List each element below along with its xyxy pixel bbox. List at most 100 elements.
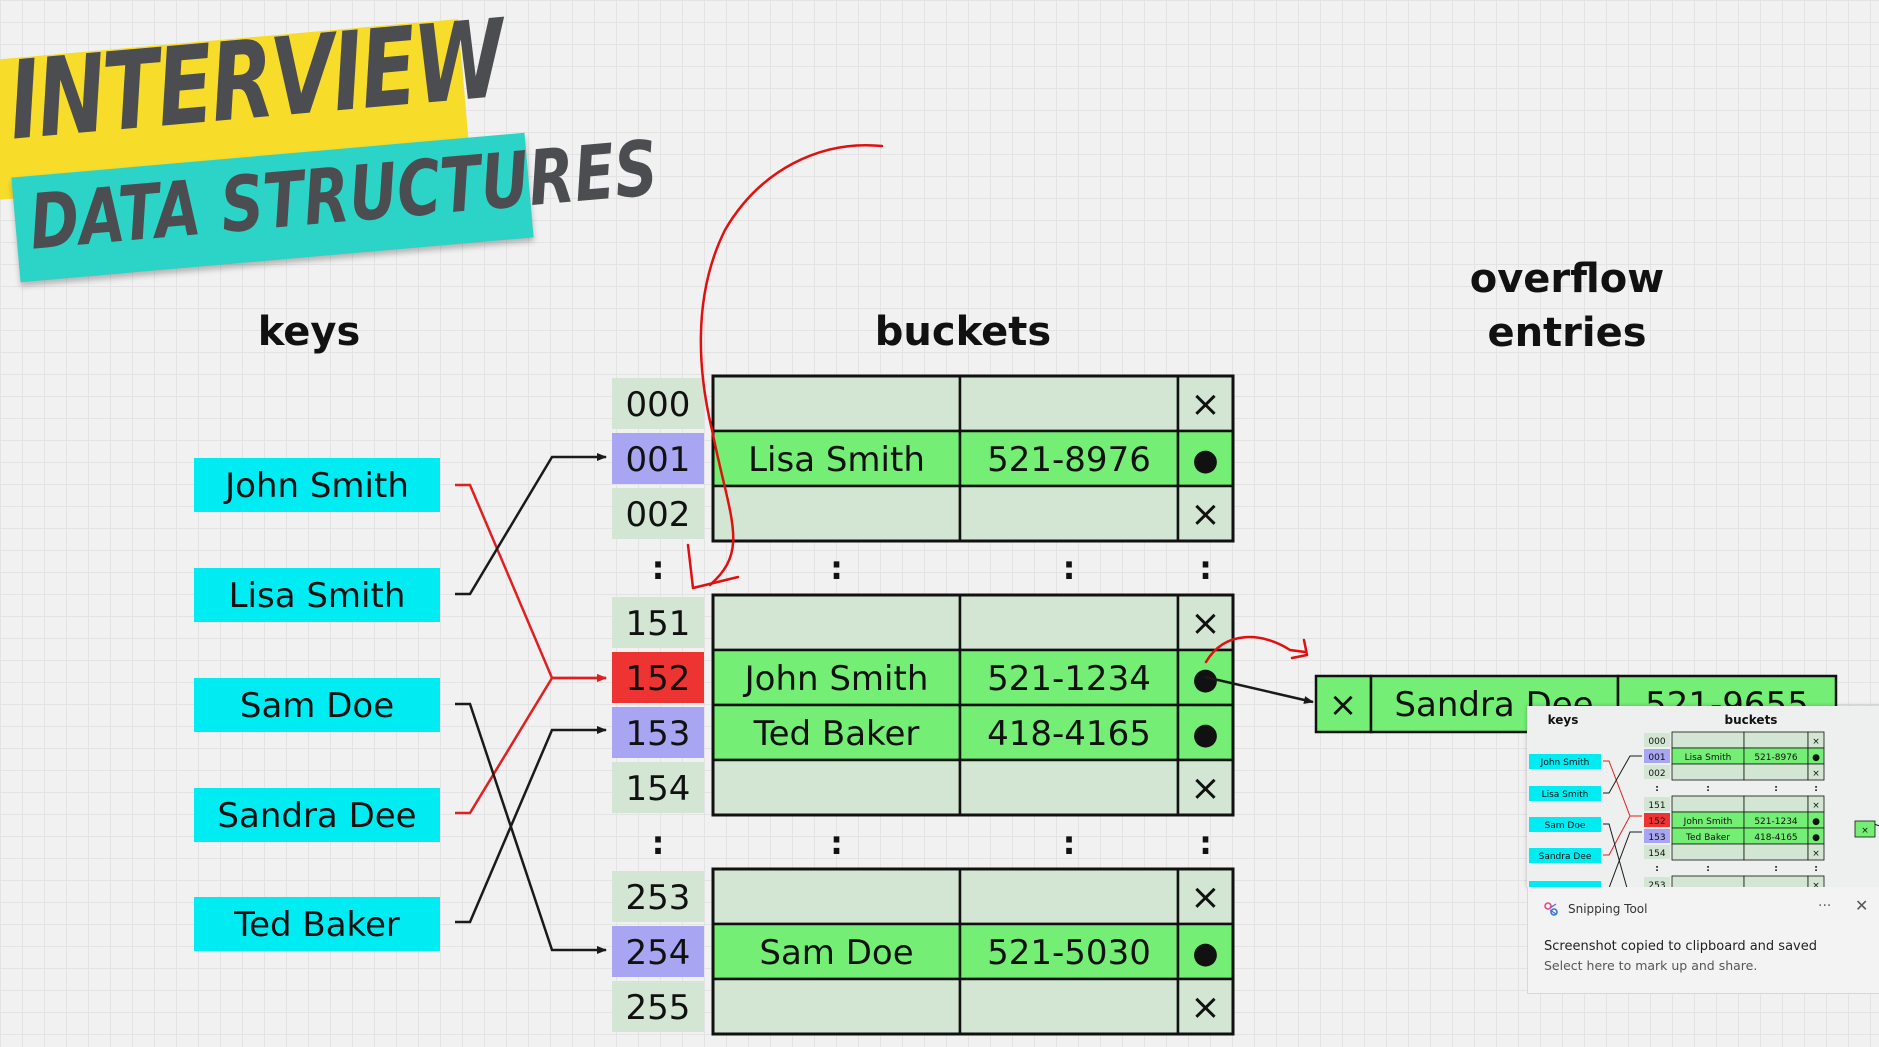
bucket-index-cell <box>612 871 704 922</box>
bucket-index-cell <box>612 488 704 539</box>
thumb-pointer: × <box>1812 801 1820 811</box>
bucket-phone-cell <box>958 922 1180 981</box>
thumb-index: 001 <box>1648 753 1665 763</box>
annotation-curve-arrowhead <box>686 543 740 590</box>
bucket-name-cell <box>711 703 962 762</box>
hash-link-sandra-dee <box>455 674 607 815</box>
key-label: Ted Baker <box>233 905 400 945</box>
thumb-key-box <box>1529 848 1601 863</box>
overflow-pointer-arrow <box>1204 675 1314 704</box>
bucket-group-border <box>711 593 1235 817</box>
bucket-index-cell <box>612 926 704 977</box>
thumb-index: 153 <box>1648 833 1665 843</box>
thumb-phone-cell <box>1743 731 1809 749</box>
thumb-pointer: × <box>1812 769 1820 779</box>
thumb-phone-cell <box>1743 763 1809 781</box>
thumb-buckets-label: buckets <box>1725 713 1778 727</box>
thumb-index-cell <box>1644 797 1670 811</box>
thumb-ellipsis: : <box>1655 784 1659 794</box>
pointer-dot-icon: ● <box>1192 936 1218 971</box>
bucket-phone: 521-8976 <box>987 440 1151 480</box>
bucket-index: 002 <box>626 495 691 535</box>
bucket-name: Lisa Smith <box>748 440 925 480</box>
key-box <box>194 568 440 622</box>
null-pointer-icon: × <box>1190 494 1220 535</box>
overflow-label-line1: overflow <box>1470 256 1665 302</box>
thumb-pointer: ● <box>1812 753 1820 763</box>
bucket-phone-cell <box>958 429 1180 488</box>
key-label: Sam Doe <box>240 686 394 726</box>
bucket-phone-cell <box>958 758 1180 817</box>
snipping-tool-notification[interactable]: Snipping Tool ··· ✕ Screenshot copied to… <box>1527 887 1879 994</box>
hash-link-lisa-smith <box>455 453 607 596</box>
bucket-phone-cell <box>958 484 1180 543</box>
thumb-ellipsis: : <box>1814 864 1818 874</box>
ellipsis-marker: : <box>1063 824 1076 862</box>
ellipsis-marker: : <box>1199 824 1212 862</box>
pointer-dot-icon: ● <box>1192 717 1218 752</box>
bucket-phone-cell <box>958 977 1180 1036</box>
overflow-marker-cell <box>1314 674 1373 734</box>
thumb-phone-cell <box>1743 795 1809 813</box>
hash-link-ted-baker <box>455 726 607 924</box>
bucket-name-cell <box>711 374 962 433</box>
bucket-index: 151 <box>626 604 691 644</box>
thumb-ellipsis: : <box>1774 784 1778 794</box>
notification-message: Screenshot copied to clipboard and saved <box>1544 939 1817 954</box>
thumb-key-label: Lisa Smith <box>1542 790 1589 800</box>
close-notification-button[interactable]: ✕ <box>1855 896 1869 915</box>
notification-submessage: Select here to mark up and share. <box>1544 958 1758 973</box>
bucket-index: 000 <box>626 385 691 425</box>
bucket-index: 255 <box>626 988 691 1028</box>
more-options-button[interactable]: ··· <box>1818 898 1832 914</box>
bucket-phone-cell <box>958 593 1180 652</box>
null-pointer-icon: × <box>1190 877 1220 918</box>
thumb-key-label: John Smith <box>1540 758 1590 768</box>
bucket-phone: 521-1234 <box>987 659 1151 699</box>
bucket-phone: 521-5030 <box>987 933 1151 973</box>
thumb-pointer-cell <box>1807 763 1825 781</box>
thumb-ellipsis: : <box>1655 864 1659 874</box>
null-pointer-icon: × <box>1190 987 1220 1028</box>
ellipsis-marker: : <box>830 549 843 587</box>
thumb-name: Ted Baker <box>1685 833 1730 843</box>
thumb-phone: 521-8976 <box>1754 753 1798 763</box>
thumb-pointer: ● <box>1812 817 1820 827</box>
thumb-ellipsis: : <box>1774 864 1778 874</box>
thumb-key-label: Sandra Dee <box>1539 852 1592 862</box>
annotation-curve-arrow <box>699 144 884 587</box>
bucket-index: 253 <box>626 878 691 918</box>
pointer-dot-icon: ● <box>1192 443 1218 478</box>
key-box <box>194 678 440 732</box>
bucket-pointer-cell <box>1176 758 1235 817</box>
bucket-index: 153 <box>626 714 691 754</box>
ellipsis-marker: : <box>830 824 843 862</box>
thumb-pointer-cell <box>1807 875 1825 888</box>
ellipsis-marker: : <box>652 549 665 587</box>
bucket-index-cell <box>612 433 704 484</box>
bucket-name-cell <box>711 484 962 543</box>
thumb-keys-label: keys <box>1548 713 1579 727</box>
thumb-index-cell <box>1644 813 1670 827</box>
thumb-name-cell <box>1671 731 1745 749</box>
thumb-ellipsis: : <box>1706 784 1710 794</box>
key-label: Sandra Dee <box>217 796 416 836</box>
annotation-small-arrowhead <box>1290 638 1309 660</box>
bucket-index-cell <box>612 378 704 429</box>
key-label: John Smith <box>223 466 409 506</box>
bucket-phone: 418-4165 <box>987 714 1151 754</box>
thumb-index-cell <box>1644 829 1670 843</box>
key-label: Lisa Smith <box>229 576 406 616</box>
bucket-name-cell <box>711 593 962 652</box>
ellipsis-marker: : <box>1063 549 1076 587</box>
thumb-pointer: × <box>1812 881 1820 888</box>
bucket-group-border <box>711 867 1235 1036</box>
thumb-phone: 418-4165 <box>1754 833 1797 843</box>
thumb-index: 154 <box>1648 849 1665 859</box>
overflow-marker: × <box>1329 685 1358 725</box>
bucket-phone-cell <box>958 374 1180 433</box>
thumb-index: 000 <box>1648 737 1665 747</box>
thumb-index: 002 <box>1648 769 1665 779</box>
